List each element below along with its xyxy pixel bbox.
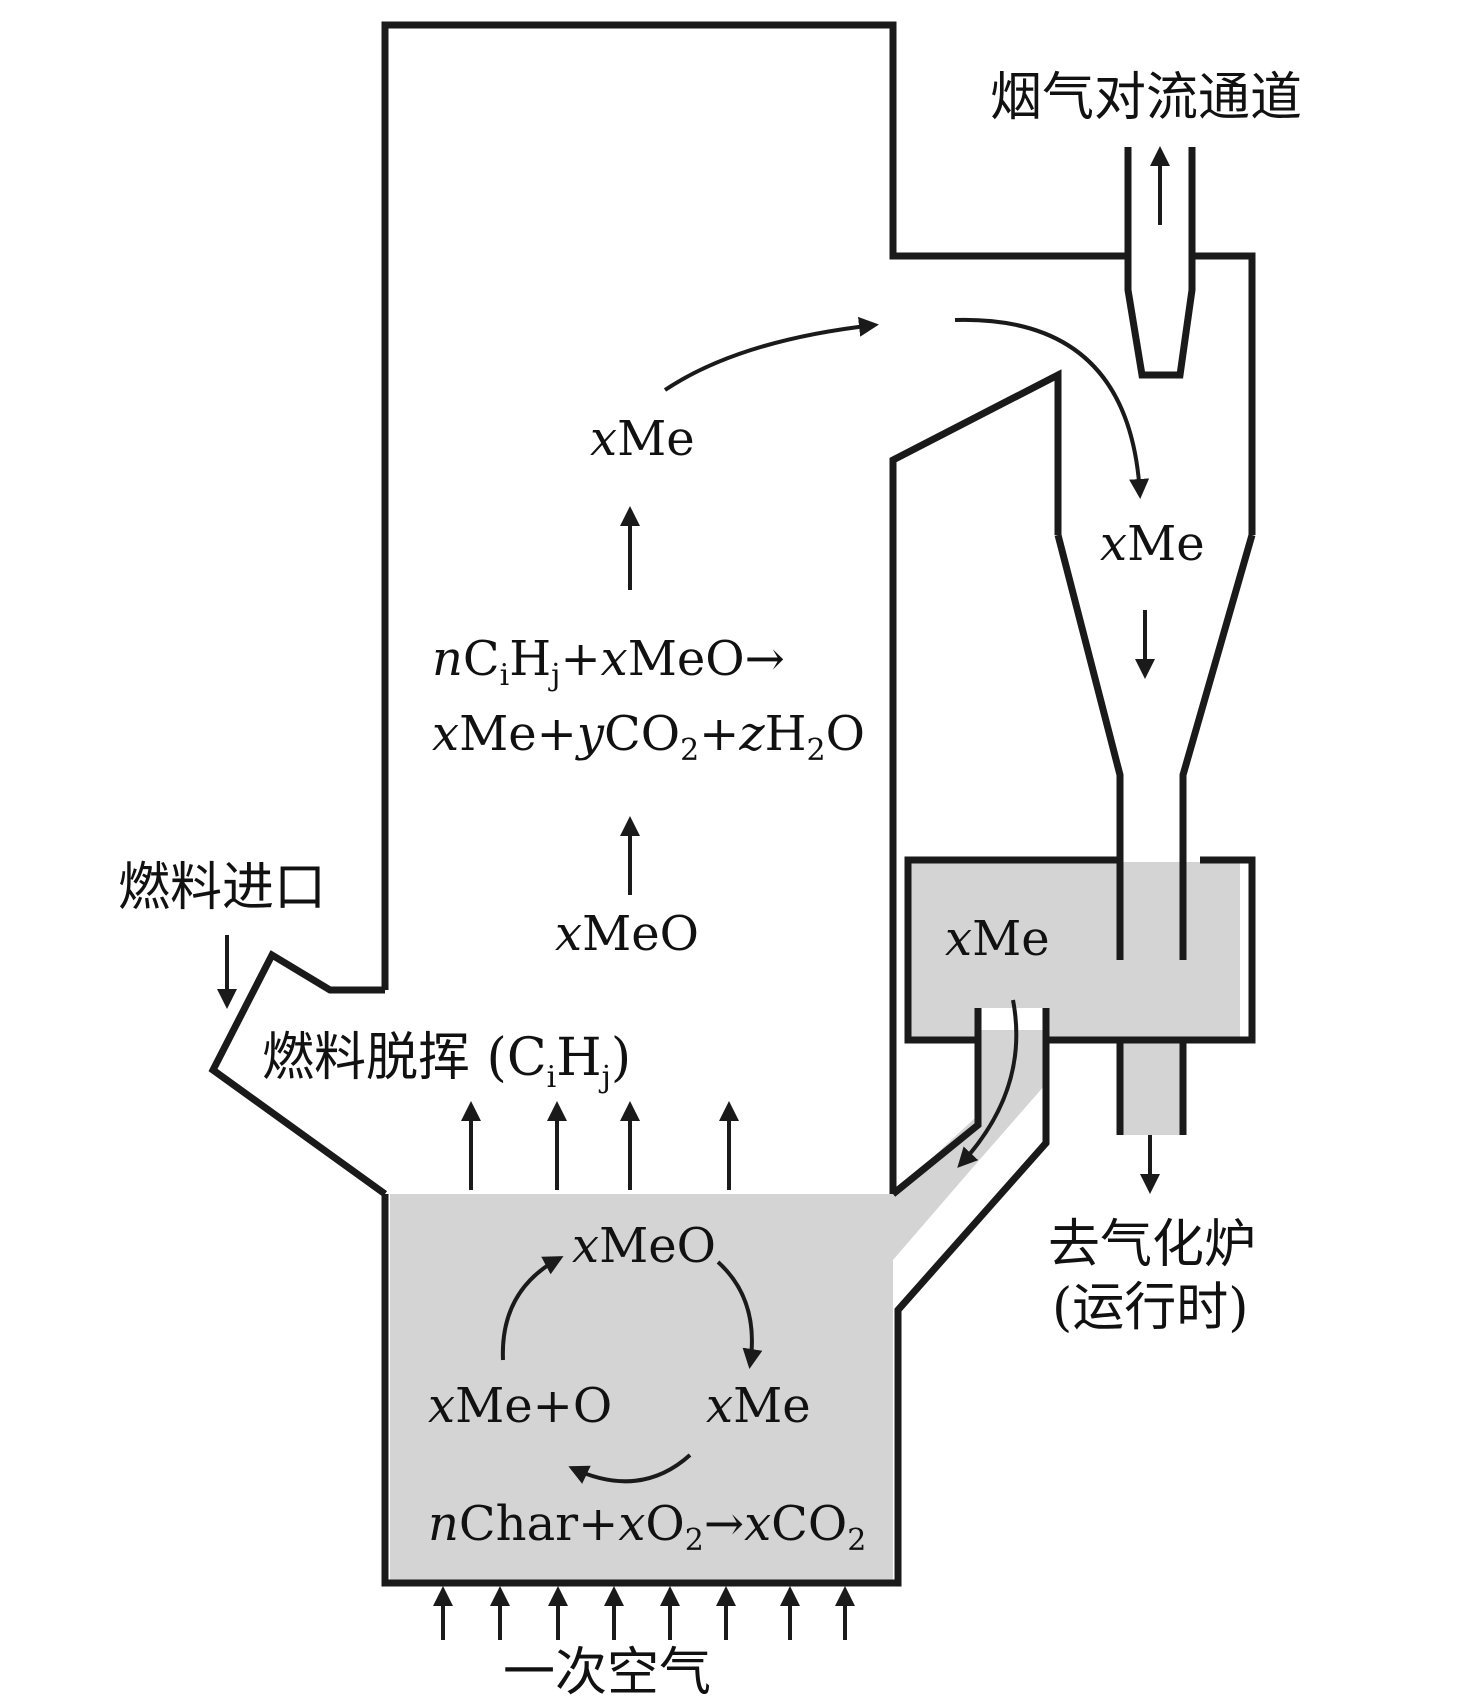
loop-seal-divider-left: [890, 1008, 982, 1197]
arrow-riser-to-cyclone: [663, 316, 879, 392]
fuel-reactor-wall-right: [1192, 252, 1256, 535]
label-xme-loop-seal: xMe: [945, 911, 1050, 967]
loop-seal-fill: [908, 862, 1240, 1135]
label-flue-gas-channel: 烟气对流通道: [990, 68, 1302, 128]
label-xmeo-bed: xMeO: [572, 1218, 716, 1274]
label-xme-plus-o: xMe+O: [428, 1378, 612, 1434]
label-fuel-devolatilization: 燃料脱挥 (CiHj): [262, 1028, 631, 1095]
equation-reduction-line1: nCiHj+xMeO→: [432, 631, 785, 693]
label-xmeo-riser: xMeO: [555, 906, 699, 962]
cyclone-body: [1054, 534, 1124, 960]
equation-reduction-line2: xMe+yCO2+zH2O: [432, 706, 865, 768]
label-primary-air: 一次空气: [503, 1643, 711, 1699]
label-running: (运行时): [1052, 1278, 1249, 1338]
fuel-reactor-wall: [381, 21, 1128, 990]
label-xme-bed: xMe: [706, 1378, 811, 1434]
arrow-cycle-right: [716, 1260, 763, 1369]
arrow-cycle-up: [500, 1256, 564, 1361]
cyclone-body-right: [1179, 534, 1256, 960]
label-xme-riser: xMe: [590, 411, 695, 467]
loop-seal-outlet: [1116, 1040, 1187, 1135]
riser-inner-wall: [889, 369, 1062, 1194]
loop-seal-box: [904, 856, 1120, 1044]
label-fuel-inlet: 燃料进口: [118, 858, 326, 918]
label-xme-cyclone: xMe: [1100, 516, 1205, 572]
label-to-gasifier: 去气化炉: [1048, 1215, 1256, 1275]
arrow-cycle-bottom: [568, 1453, 692, 1484]
arrow-cyclone-swirl: [954, 317, 1150, 499]
arrow-loop-seal-return: [957, 999, 1019, 1168]
equation-char-combustion: nChar+xO2→xCO2: [428, 1496, 866, 1558]
fuel-reactor-bed: [390, 1030, 1045, 1580]
fuel-inlet-chute: [208, 950, 388, 1197]
vortex-finder: [1124, 147, 1196, 379]
